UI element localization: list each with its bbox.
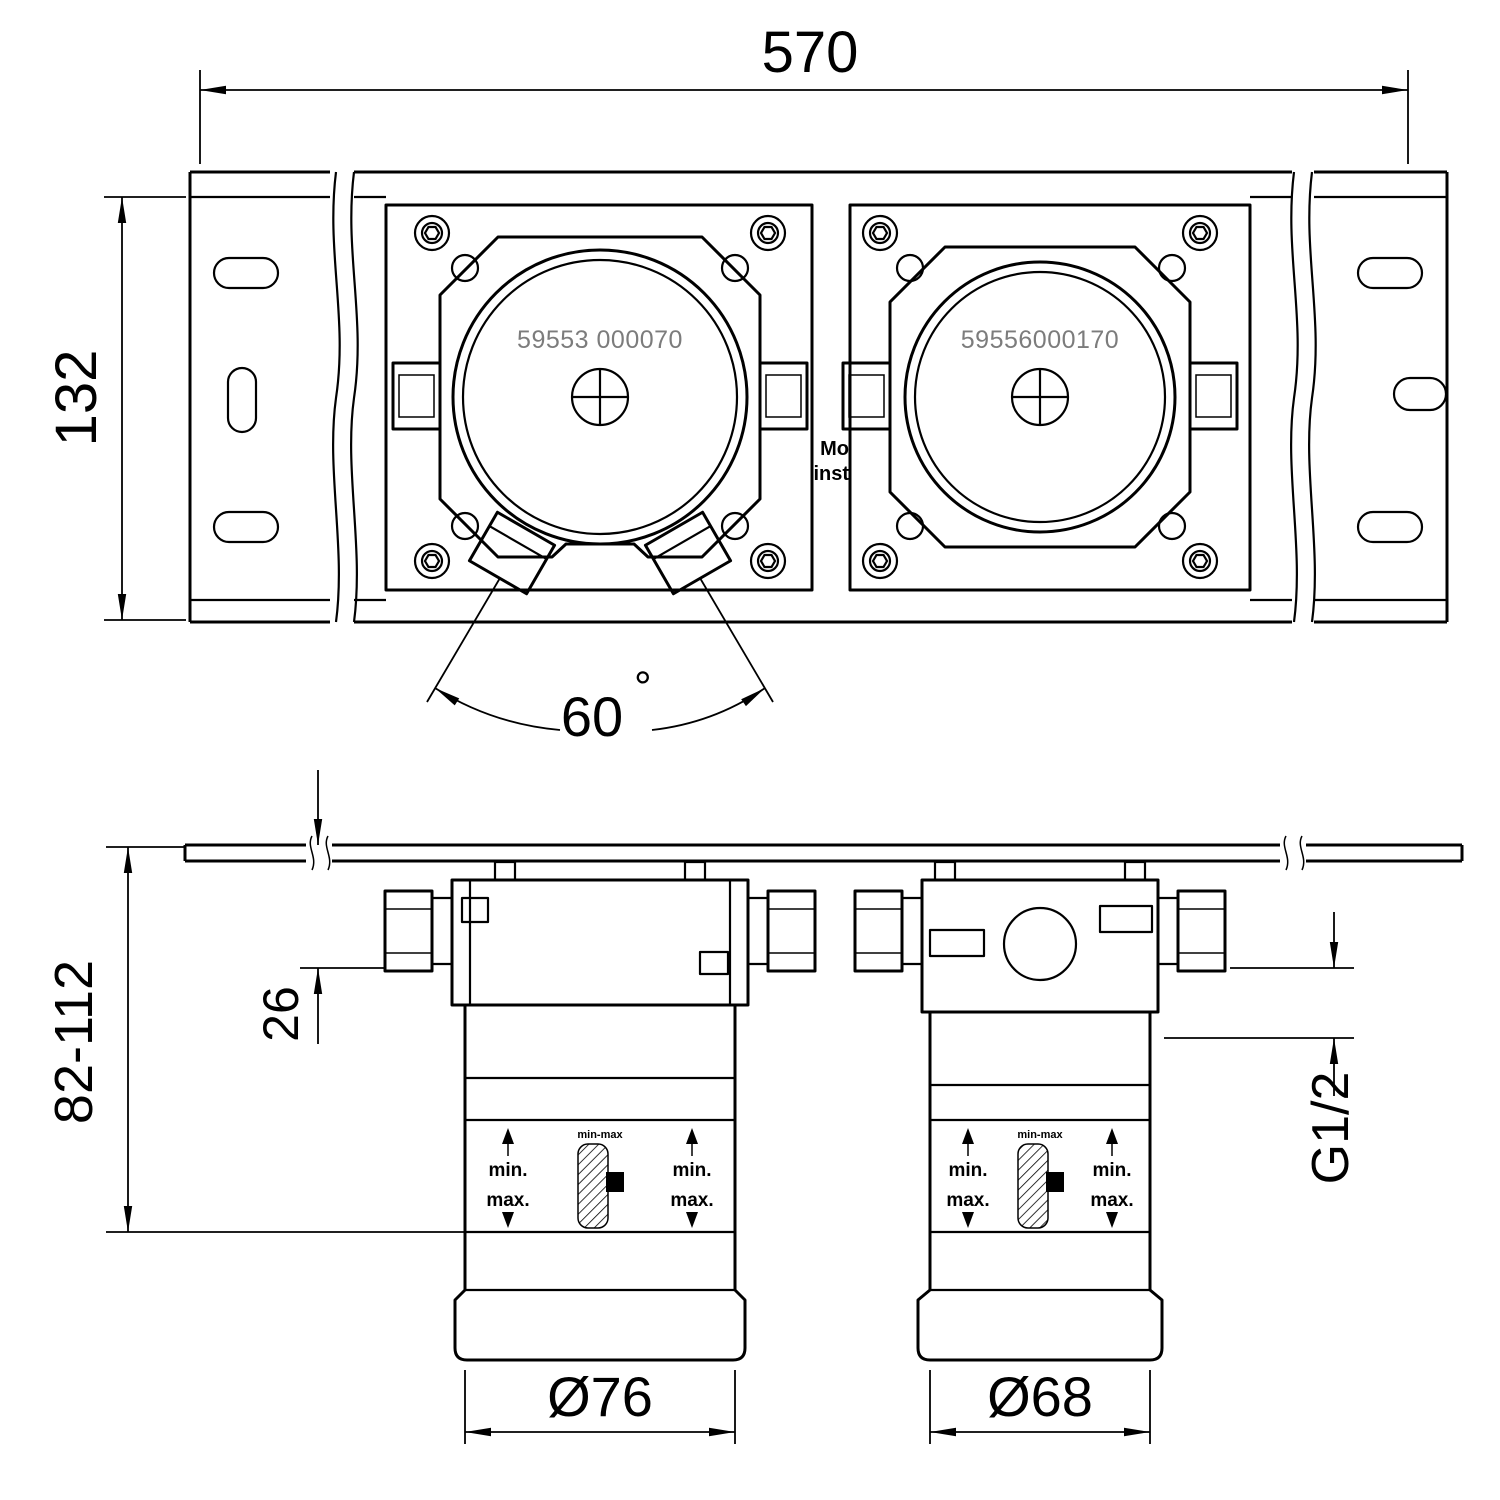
hex-nut-right (746, 889, 817, 973)
max-label: max. (670, 1190, 713, 1211)
dimension-132: 132 (44, 196, 186, 621)
break-line-right (1290, 171, 1317, 623)
right-valve-plate (848, 203, 1252, 592)
depth-scale: min. max. min. max. min-max (946, 1128, 1134, 1229)
right-valve-front: 59556000170 (841, 203, 1252, 592)
rail-slot (226, 366, 258, 434)
depth-scale: min. max. min. max. min-max (486, 1128, 714, 1229)
minmax-label: min-max (1017, 1129, 1063, 1141)
angle-degree-symbol: ° (634, 663, 652, 712)
side-tab-right (758, 361, 809, 431)
break-line-left (332, 171, 359, 623)
dimension-g12: G1/2 (1164, 912, 1360, 1184)
dimension-82-112: 82-112 (44, 846, 470, 1233)
mounting-rail (188, 170, 1449, 624)
depth-gauge (1017, 1143, 1049, 1229)
top-view: 570 132 (44, 20, 1449, 748)
wall-plate (183, 835, 1464, 871)
dimension-60-degrees: 60 ° (426, 577, 774, 748)
side-view: min. max. min. max. min-max (44, 770, 1464, 1444)
protection-cap (453, 1005, 747, 1362)
side-tab-left (391, 361, 442, 431)
rail-slot (1392, 376, 1448, 412)
dimension-570: 570 (199, 20, 1409, 164)
min-label: min. (948, 1160, 987, 1181)
max-label: max. (946, 1190, 989, 1211)
rail-slot (212, 256, 280, 290)
dimension-d68: Ø68 (929, 1365, 1151, 1444)
clipped-note: Mo inst (813, 438, 849, 485)
left-part-number: 59553 000070 (517, 326, 683, 354)
outlet-port-left (467, 510, 557, 596)
rail-slot (1356, 510, 1424, 544)
depth-gauge (577, 1143, 609, 1229)
rail-slot (212, 510, 280, 544)
center-screw (570, 367, 630, 427)
hex-nut-right (1156, 889, 1227, 973)
max-label: max. (1090, 1190, 1133, 1211)
outlet-port-right (643, 510, 733, 596)
side-tab-right (1188, 361, 1239, 431)
left-valve-front: 59553 000070 (384, 203, 814, 596)
dim-thread-label: G1/2 (1302, 1072, 1360, 1185)
rail-slot (1356, 256, 1424, 290)
max-label: max. (486, 1190, 529, 1211)
min-label: min. (488, 1160, 527, 1181)
dim-left-diameter-label: Ø76 (547, 1365, 653, 1428)
protection-cap (916, 1012, 1164, 1362)
clipped-note-line1: Mo (820, 438, 849, 460)
dim-offset-label: 26 (253, 986, 309, 1042)
center-screw (1010, 367, 1070, 427)
dim-height-label: 132 (44, 350, 109, 447)
dim-right-diameter-label: Ø68 (987, 1365, 1093, 1428)
minmax-label: min-max (577, 1129, 623, 1141)
left-valve-plate (384, 203, 814, 592)
clipped-note-line2: inst (813, 463, 849, 485)
dimension-d76: Ø76 (464, 1365, 736, 1444)
hex-nut-left (853, 889, 924, 973)
right-valve-side: min. max. min. max. min-max (853, 860, 1227, 1362)
left-valve-side: min. max. min. max. min-max (383, 860, 817, 1362)
depth-slider (1046, 1172, 1064, 1192)
dim-width-label: 570 (762, 20, 859, 85)
side-tab-left (841, 361, 892, 431)
left-valve-octagon (438, 235, 762, 559)
dimension-26: 26 (253, 770, 386, 1044)
dim-depth-range-label: 82-112 (44, 960, 104, 1124)
depth-slider (606, 1172, 624, 1192)
right-part-number: 59556000170 (961, 326, 1119, 354)
min-label: min. (672, 1160, 711, 1181)
hex-nut-left (383, 889, 454, 973)
min-label: min. (1092, 1160, 1131, 1181)
angle-value-label: 60 (561, 685, 623, 748)
